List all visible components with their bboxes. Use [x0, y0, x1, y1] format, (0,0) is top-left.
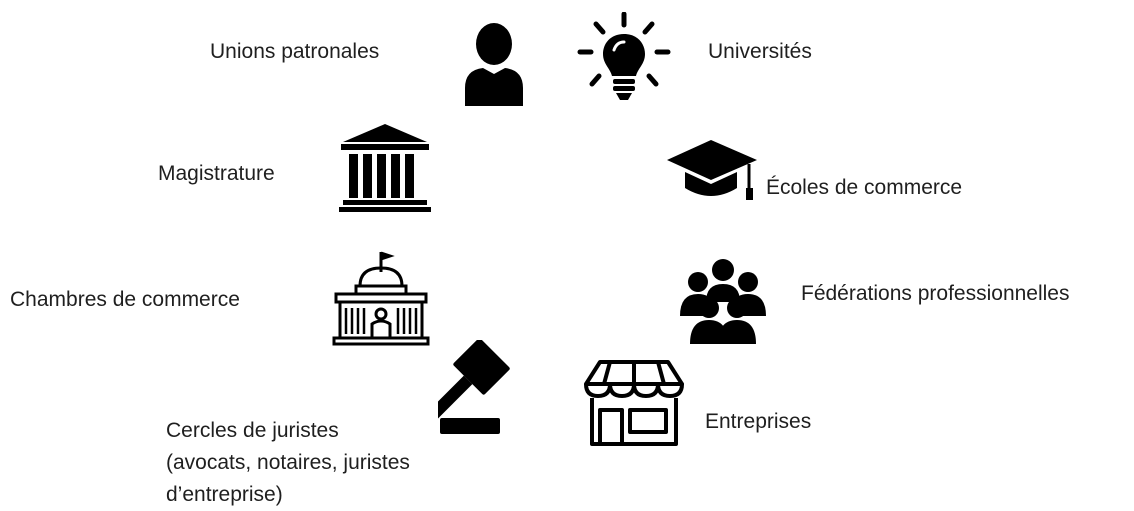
- group-of-people-icon: [676, 258, 770, 344]
- person-icon: [461, 22, 527, 106]
- label-chambres-de-commerce: Chambres de commerce: [10, 288, 240, 311]
- label-entreprises: Entreprises: [705, 410, 812, 433]
- label-cercles-line-1: Cercles de juristes: [166, 419, 339, 442]
- courthouse-icon: [339, 122, 431, 212]
- label-cercles-line-3: d’entreprise): [166, 483, 283, 506]
- label-cercles-de-juristes: Cercles de juristes (avocats, notaires, …: [166, 415, 410, 511]
- label-universites: Universités: [708, 40, 812, 63]
- label-unions-patronales: Unions patronales: [210, 40, 380, 63]
- label-cercles-line-2: (avocats, notaires, juristes: [166, 451, 410, 474]
- gavel-icon: [438, 340, 540, 434]
- graduation-cap-icon: [667, 138, 759, 202]
- label-federations-professionnelles: Fédérations professionnelles: [801, 282, 1070, 305]
- label-magistrature: Magistrature: [158, 162, 275, 185]
- lightbulb-icon: [576, 12, 672, 108]
- label-ecoles-de-commerce: Écoles de commerce: [766, 176, 963, 199]
- capitol-building-icon: [330, 250, 432, 346]
- storefront-icon: [584, 358, 684, 446]
